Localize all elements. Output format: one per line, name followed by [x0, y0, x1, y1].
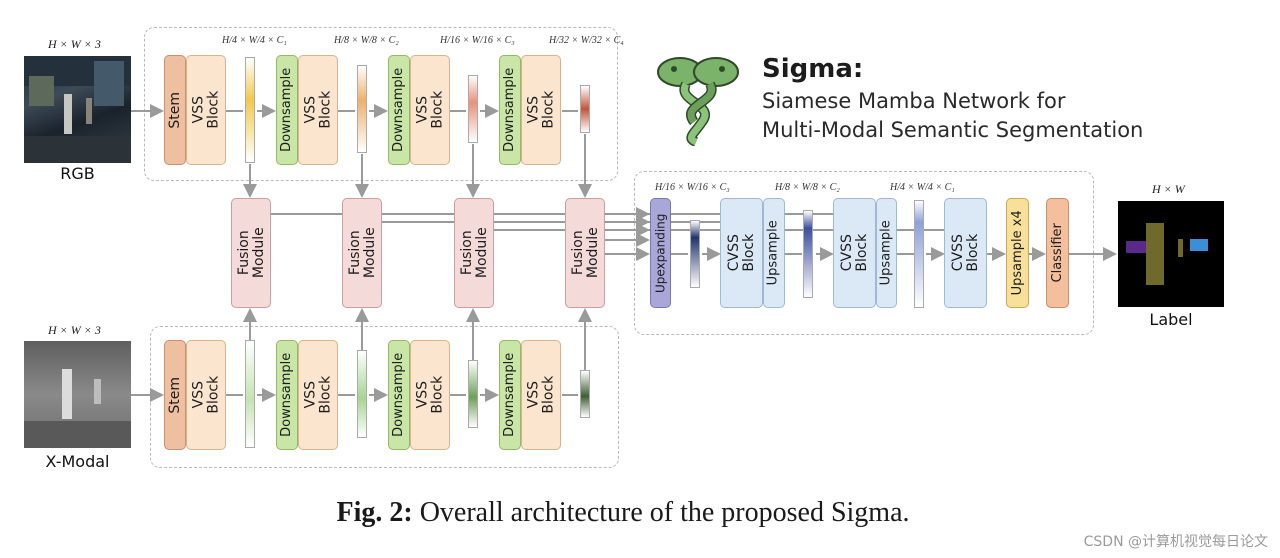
- cvss-block-3: CVSS Block: [944, 198, 987, 308]
- dec-dim-1: H/16 × W/16 × C₃: [655, 182, 730, 193]
- sigma-subtitle-line1: Siamese Mamba Network for: [762, 89, 1066, 113]
- xmodal-vss-block-3: VSS Block: [410, 340, 450, 450]
- xmodal-stem: Stem: [164, 340, 186, 450]
- segmentation-mask-icon: [1126, 223, 1208, 285]
- fusion-module-1: Fusion Module: [231, 198, 271, 308]
- rgb-vss-block-4: VSS Block: [521, 55, 561, 165]
- rgb-encoder-group: [144, 27, 618, 181]
- enc-dim-4: H/32 × W/32 × C₄: [549, 35, 624, 46]
- rgb-stem: Stem: [164, 55, 186, 165]
- cvss-block-2: CVSS Block: [833, 198, 876, 308]
- sigma-subtitle-line2: Multi-Modal Semantic Segmentation: [762, 118, 1144, 142]
- fusion-module-3: Fusion Module: [454, 198, 494, 308]
- sigma-logo: [646, 42, 750, 147]
- upexpanding-block: Upexpanding: [650, 198, 671, 308]
- fusion-module-4: Fusion Module: [565, 198, 605, 308]
- rgb-downsample-2: Downsample: [388, 55, 410, 165]
- decoder-feature-2: [803, 210, 813, 298]
- rgb-vss-block-2: VSS Block: [298, 55, 338, 165]
- rgb-feature-2: [357, 65, 367, 153]
- rgb-downsample-3: Downsample: [499, 55, 521, 165]
- output-label: Label: [1149, 310, 1193, 329]
- xmodal-feature-1: [245, 340, 255, 448]
- xmodal-feature-2: [357, 350, 367, 438]
- rgb-feature-3: [468, 75, 478, 143]
- caption-text: Overall architecture of the proposed Sig…: [412, 497, 910, 528]
- figure-caption: Fig. 2: Overall architecture of the prop…: [0, 497, 1246, 529]
- rgb-feature-1: [245, 57, 255, 163]
- xmodal-vss-block-4: VSS Block: [521, 340, 561, 450]
- upsample-block-1: Upsample: [763, 198, 785, 308]
- rgb-input-image: [24, 56, 131, 163]
- snake-logo-icon: [657, 57, 739, 147]
- rgb-vss-block-3: VSS Block: [410, 55, 450, 165]
- xmodal-vss-block-1: VSS Block: [186, 340, 226, 450]
- caption-prefix: Fig. 2:: [336, 497, 413, 528]
- xmodal-downsample-3: Downsample: [499, 340, 521, 450]
- xmodal-feature-3: [468, 360, 478, 428]
- xmodal-downsample-1: Downsample: [276, 340, 298, 450]
- xmodal-input-image: [24, 341, 131, 448]
- dec-dim-3: H/4 × W/4 × C₁: [890, 182, 955, 193]
- decoder-feature-3: [914, 200, 924, 308]
- rgb-downsample-1: Downsample: [276, 55, 298, 165]
- xmodal-downsample-2: Downsample: [388, 340, 410, 450]
- enc-dim-1: H/4 × W/4 × C₁: [222, 35, 287, 46]
- output-dim-label: H × W: [1152, 182, 1185, 196]
- dec-dim-2: H/8 × W/8 × C₂: [775, 182, 840, 193]
- xmodal-feature-4: [580, 370, 590, 418]
- rgb-label: RGB: [60, 164, 95, 183]
- rgb-scene-icon: [24, 56, 131, 163]
- thermal-scene-icon: [24, 369, 131, 448]
- enc-dim-3: H/16 × W/16 × C₃: [440, 35, 515, 46]
- sigma-title: Sigma:: [762, 54, 864, 84]
- rgb-feature-4: [580, 85, 590, 133]
- classifier-block: Classifier: [1046, 198, 1069, 308]
- upsample-block-2: Upsample: [876, 198, 897, 308]
- rgb-dim-label: H × W × 3: [48, 37, 101, 51]
- enc-dim-2: H/8 × W/8 × C₂: [334, 35, 399, 46]
- decoder-feature-1: [690, 220, 700, 288]
- xmodal-dim-label: H × W × 3: [48, 323, 101, 337]
- xmodal-label: X-Modal: [45, 452, 110, 471]
- upsample-x4-block: Upsample x4: [1006, 198, 1029, 308]
- rgb-vss-block-1: VSS Block: [186, 55, 226, 165]
- fusion-module-2: Fusion Module: [342, 198, 382, 308]
- watermark: CSDN @计算机视觉每日论文: [1083, 534, 1268, 550]
- cvss-block-1: CVSS Block: [720, 198, 763, 308]
- xmodal-vss-block-2: VSS Block: [298, 340, 338, 450]
- output-label-image: [1118, 201, 1224, 307]
